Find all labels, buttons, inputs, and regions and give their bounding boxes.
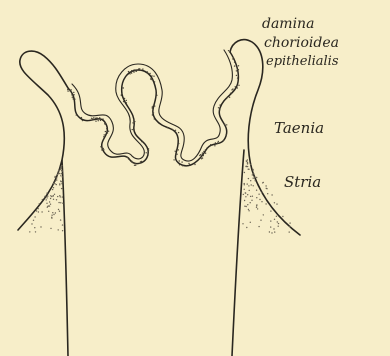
label-stria: Stria	[284, 173, 321, 191]
right-wall	[230, 40, 300, 356]
label-taenia: Taenia	[274, 119, 324, 137]
label-lamina-line2: chorioidea	[264, 35, 339, 51]
left-stria-stipple	[29, 165, 63, 233]
left-wall	[18, 51, 68, 356]
right-stria-stipple	[242, 159, 290, 233]
lamina-chorioidea-folds	[68, 50, 238, 166]
label-lamina-line1: damina	[262, 16, 314, 32]
label-lamina-line3: epithelialis	[266, 54, 339, 69]
